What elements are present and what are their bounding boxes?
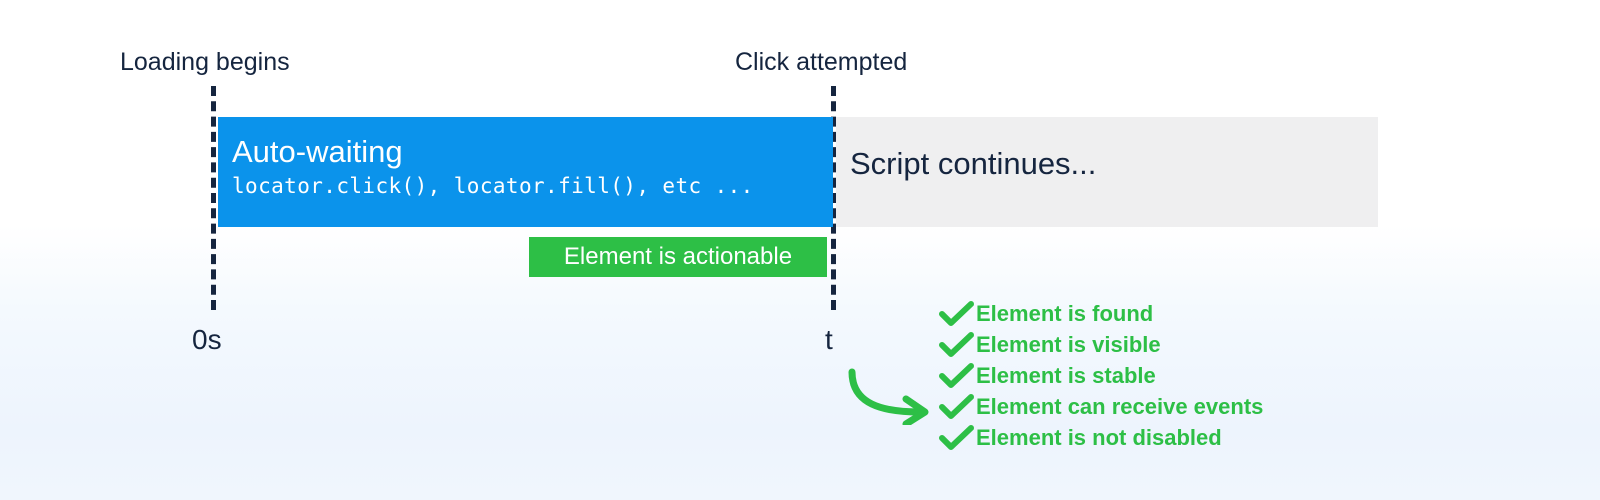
checklist-item-label: Element is visible [976, 331, 1161, 357]
checklist-item: Element can receive events [938, 391, 1263, 422]
checklist-item-label: Element can receive events [976, 393, 1264, 419]
timeline-tick-zero: 0s [192, 324, 222, 355]
element-actionable-badge: Element is actionable [529, 237, 827, 277]
timeline-start-label: Loading begins [120, 48, 290, 76]
checklist-item: Element is visible [938, 329, 1263, 360]
timeline-start-guide-line [211, 86, 216, 310]
timeline-end-label: Click attempted [735, 48, 908, 76]
check-icon [939, 424, 974, 450]
timeline-tick-t: t [825, 324, 833, 355]
actionability-checklist: Element is found Element is visible Elem… [938, 298, 1263, 453]
curved-arrow-icon [848, 368, 929, 425]
checklist-item: Element is not disabled [938, 422, 1263, 453]
check-icon [939, 362, 974, 388]
checklist-item-label: Element is not disabled [976, 424, 1222, 450]
script-continues-bar: Script continues... [836, 117, 1378, 227]
check-icon [939, 331, 974, 357]
auto-waiting-bar-title: Auto-waiting [232, 134, 403, 169]
script-continues-bar-title: Script continues... [850, 146, 1097, 181]
auto-waiting-bar: Auto-waiting locator.click(), locator.fi… [218, 117, 833, 227]
auto-waiting-bar-subtitle: locator.click(), locator.fill(), etc ... [232, 174, 754, 198]
checklist-item: Element is stable [938, 360, 1263, 391]
check-icon [939, 393, 974, 419]
timeline-end-guide-line [831, 86, 836, 310]
check-icon [939, 300, 974, 326]
checklist-item-label: Element is found [976, 300, 1154, 326]
checklist-item-label: Element is stable [976, 362, 1156, 388]
checklist-item: Element is found [938, 298, 1263, 329]
